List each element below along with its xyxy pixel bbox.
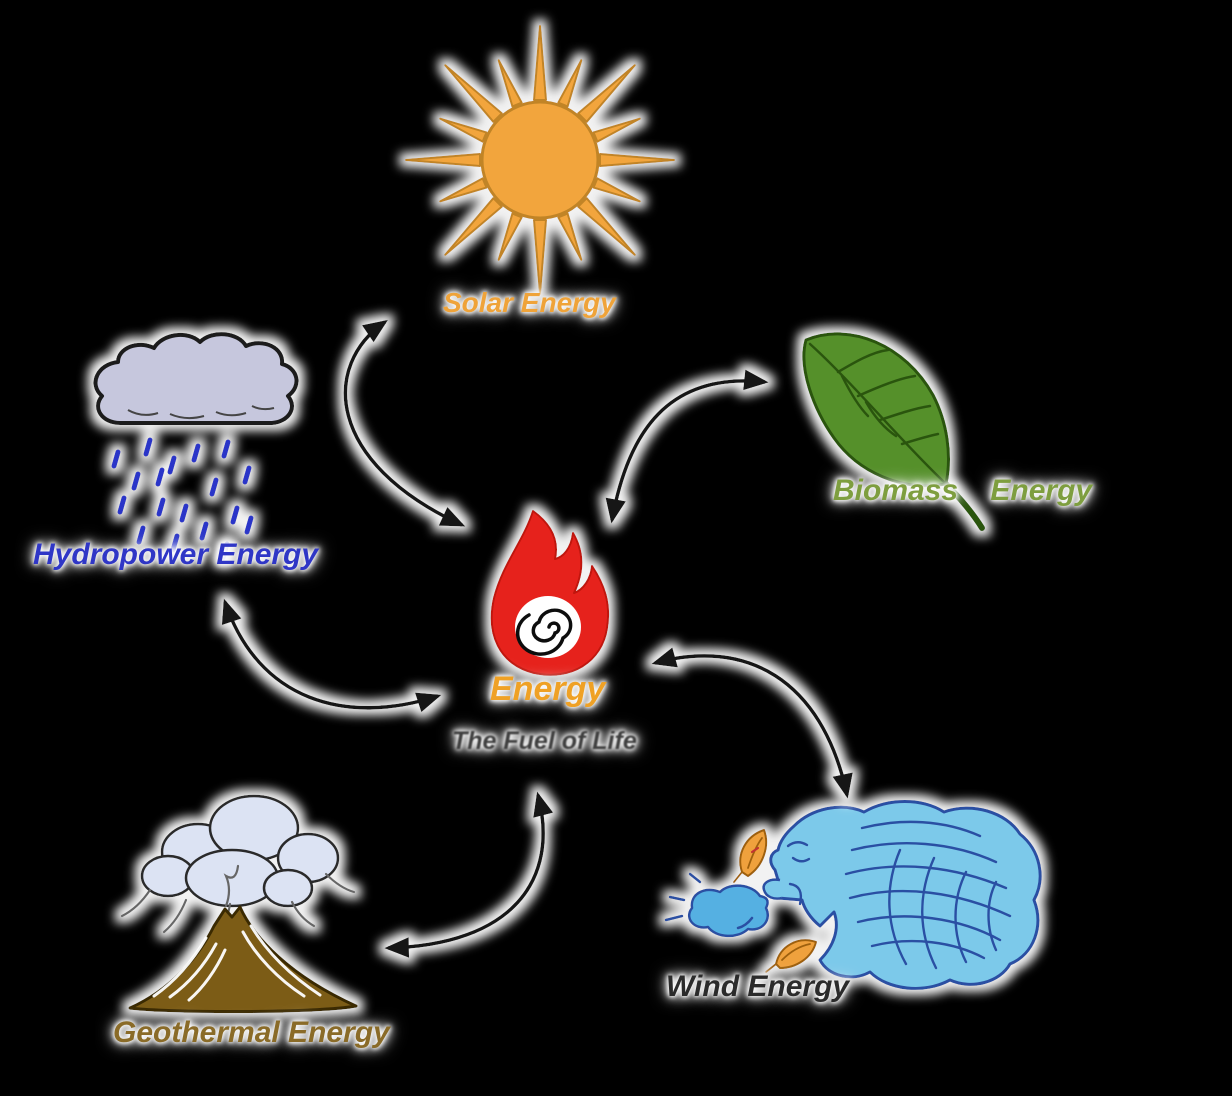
wind-energy-label: Wind Energy: [666, 970, 850, 1003]
wind-blowing-face-icon: [664, 800, 1042, 990]
flame-spiral: [515, 608, 573, 656]
rain-cloud-icon: [93, 332, 299, 561]
sun-rays: [405, 25, 675, 295]
arrow-energy-geothermal: [384, 791, 554, 958]
cloud-texture: [127, 405, 275, 420]
smoke-cloud: [262, 868, 314, 908]
solar-energy-label: Solar Energy: [443, 287, 616, 318]
biomass-energy-label: Biomass Energy: [833, 474, 1093, 507]
leaf-accent: [750, 846, 760, 854]
motion-dashes: [664, 872, 754, 930]
arrow-energy-solar: [343, 319, 466, 527]
volcano-body: [128, 905, 358, 1014]
geothermal-energy-label: Geothermal Energy: [113, 1016, 390, 1049]
wind-face-body: [769, 800, 1042, 990]
hydropower-energy-label: Hydropower Energy: [33, 538, 319, 571]
arrow-energy-biomass: [605, 369, 769, 524]
center-tagline-label: The Fuel of Life: [452, 727, 637, 755]
leaf-stem: [943, 481, 985, 531]
sun-icon: [405, 25, 675, 295]
breath-puff: [687, 884, 769, 938]
volcano-icon: [120, 794, 358, 1014]
arrow-energy-hydropower: [221, 598, 442, 713]
leaf-icon: [802, 332, 985, 531]
rain-drops: [111, 437, 254, 561]
leaf-veins: [808, 342, 946, 484]
wind-flow-lines: [786, 820, 1012, 970]
blowing-lips: [762, 878, 783, 900]
center-energy-label: Energy: [490, 670, 606, 708]
flame-icon: [490, 510, 610, 676]
connection-arrows: [221, 319, 853, 958]
sun-disc: [480, 100, 600, 220]
arrow-energy-wind: [651, 647, 853, 799]
cloud-body: [93, 332, 299, 425]
volcano-streaks: [152, 924, 322, 1002]
